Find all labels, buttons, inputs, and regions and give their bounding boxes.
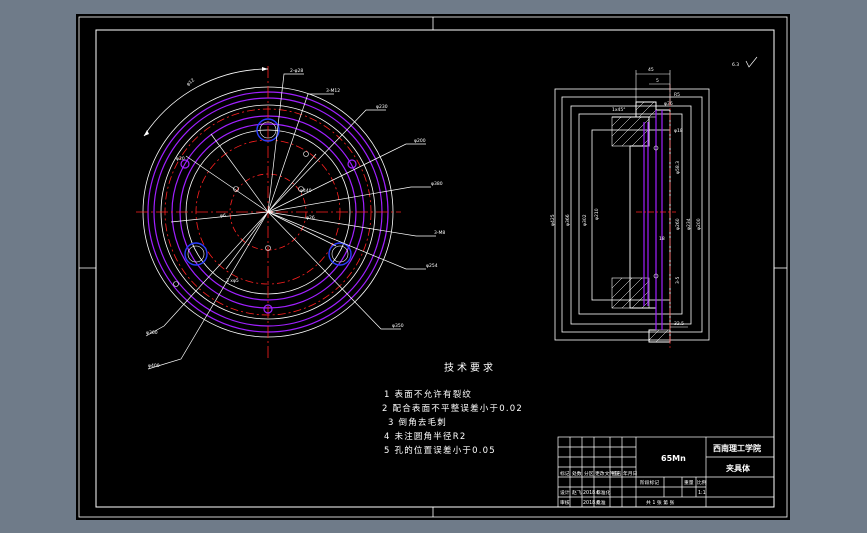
tb-check-2: 2018.6 — [583, 500, 600, 506]
flange-body — [612, 101, 671, 343]
tb-part-name: 夹具体 — [726, 463, 751, 473]
tb-stage-1: 重量 — [684, 479, 694, 486]
section-pin-1 — [653, 145, 659, 151]
sec-small1: 5 — [656, 78, 659, 84]
outline-rects — [554, 88, 710, 341]
dim-d15: 3 xφ5 — [226, 278, 239, 284]
dim-d7: φ254 — [426, 263, 438, 269]
sec-chamfer: 1x45° — [612, 107, 626, 113]
tb-school: 西南理工学院 — [713, 443, 761, 453]
section-view: 45 5 R5 1x45° φ36 φ18 φ425 φ366 φ302 φ21… — [550, 67, 710, 349]
drawing-sheet: 2-φ28 3-M12 φ230 φ200 φ380 3-M8 φ254 φ35… — [76, 14, 790, 520]
pin-hole-5 — [303, 151, 309, 157]
tb-hdr-0: 标记 — [560, 470, 570, 477]
dim-d9: φ360 — [146, 330, 158, 336]
leader-lines — [145, 73, 436, 370]
sec-top: 45 — [648, 67, 654, 73]
hole-top — [256, 118, 280, 142]
hatch-top — [611, 116, 650, 147]
tech-item-1: 1 表面不允许有裂纹 — [384, 389, 472, 400]
tb-scale: 1:1 — [698, 490, 706, 496]
tb-check-0: 审核 — [560, 499, 570, 506]
roughness-symbol — [745, 56, 758, 68]
hatch-bottom — [611, 277, 650, 309]
pin-hole-4 — [173, 281, 179, 287]
tech-item-4: 4 未注圆角半径R2 — [384, 431, 466, 442]
hole-right — [328, 242, 352, 266]
dim-d2: 3-M12 — [326, 88, 340, 94]
hatch-top-ring — [635, 101, 657, 118]
sec-r-c: φ234 — [686, 218, 692, 230]
sec-d-c: φ302 — [582, 214, 588, 226]
sec-inner-x: φ36 — [664, 101, 673, 107]
sec-r-d: φ200 — [696, 218, 702, 230]
dim-d8: φ350 — [392, 323, 404, 329]
tb-design-0: 设计 — [560, 489, 570, 496]
hole-left — [184, 242, 208, 266]
tech-item-5: 5 孔的位置误差小于0.05 — [384, 445, 496, 456]
tb-design-2: 2018.6 — [583, 490, 600, 496]
tb-design-1: 赵飞 — [572, 489, 582, 496]
tb-hdr-1: 处数 — [572, 470, 582, 477]
tb-sheet-info: 共 1 张 第 张 — [646, 499, 675, 506]
tb-check-3: 批准 — [596, 499, 606, 506]
section-dim-lines — [635, 70, 688, 328]
dim-d16: φ440 — [300, 188, 312, 194]
tech-item-2: 2 配合表面不平整误差小于0.02 — [382, 403, 523, 414]
hatching — [611, 101, 669, 343]
arc-arrow-2 — [262, 67, 268, 71]
front-view: 2-φ28 3-M12 φ230 φ200 φ380 3-M8 φ254 φ35… — [136, 66, 445, 370]
pin-hole-3 — [265, 245, 271, 251]
hole-top-inner — [259, 121, 277, 139]
sec-d-a: φ425 — [550, 214, 556, 226]
hole-right-inner — [331, 245, 349, 263]
dim-d13: φ6 — [220, 213, 226, 219]
inner-frame — [95, 29, 775, 508]
tap-hole-1 — [180, 159, 190, 169]
dim-d6: 3-M8 — [434, 230, 445, 236]
arc-arrow-1 — [144, 130, 149, 136]
dim-d12: φ20 — [176, 156, 185, 162]
hole-left-inner — [187, 245, 205, 263]
title-block — [557, 436, 775, 508]
dim-d1: 2-φ28 — [290, 68, 303, 74]
tap-hole-3 — [263, 304, 273, 314]
tb-stage-2: 比例 — [697, 479, 707, 486]
tech-item-3: 3 倒角去毛刺 — [388, 417, 447, 428]
tb-hdr-5: 年月日 — [623, 470, 637, 477]
tb-hdr-4: 签名 — [612, 470, 622, 477]
sec-right1: φ18 — [674, 128, 683, 134]
tb-hdr-3: 更改文件号 — [595, 470, 619, 477]
sec-r-a: φ58.3 — [675, 161, 681, 174]
tb-stage-0: 阶段标记 — [640, 479, 659, 486]
sec-r-b: φ260 — [675, 218, 681, 230]
dim-d5: φ380 — [431, 181, 443, 187]
sec-small3: 32.5 — [674, 321, 684, 327]
dim-d3: φ230 — [376, 104, 388, 110]
cad-drawing: 2-φ28 3-M12 φ230 φ200 φ380 3-M8 φ254 φ35… — [78, 16, 788, 518]
pin-hole-1 — [298, 186, 304, 192]
dim-d11: φ12 — [185, 77, 196, 87]
tb-hdr-2: 分区 — [584, 470, 594, 477]
dim-d14: φ26 — [306, 215, 315, 221]
sec-small2: R5 — [674, 92, 680, 98]
sec-d-d: φ210 — [594, 208, 600, 220]
sec-bot: 3-5 — [675, 277, 681, 284]
section-pin-2 — [653, 273, 659, 279]
sec-mid: 18 — [659, 236, 665, 242]
roughness-value: 6.3 — [732, 62, 739, 68]
dim-d10: φ400 — [148, 363, 160, 369]
tb-material: 65Mn — [661, 454, 686, 463]
tech-requirements: 技术要求 1 表面不允许有裂纹 2 配合表面不平整误差小于0.02 3 倒角去毛… — [382, 361, 523, 456]
sec-d-b: φ366 — [565, 214, 571, 226]
tech-title: 技术要求 — [444, 361, 496, 374]
angle-arc — [143, 68, 269, 137]
tb-design-3: 标准化 — [596, 489, 611, 496]
tap-hole-2 — [347, 159, 357, 169]
dim-d4: φ200 — [414, 138, 426, 144]
pin-hole-2 — [233, 186, 239, 192]
